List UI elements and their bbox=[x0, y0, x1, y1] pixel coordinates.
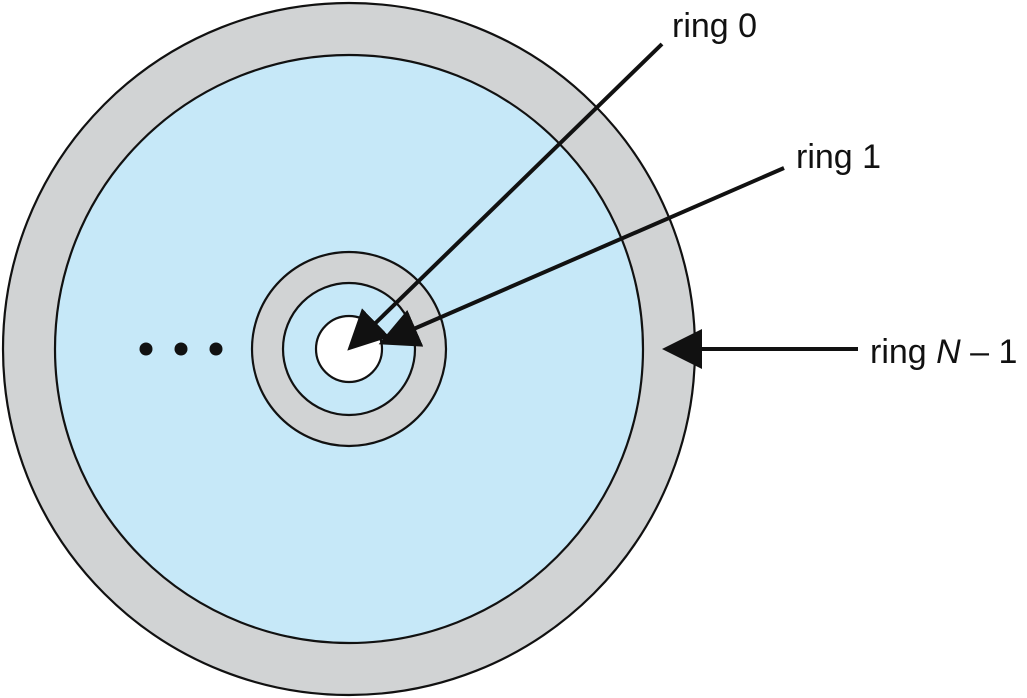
ellipsis-dot bbox=[139, 342, 153, 356]
ring-0-label: ring 0 bbox=[672, 7, 757, 45]
ring-n-prefix: ring bbox=[870, 333, 936, 371]
ellipsis-dot bbox=[209, 342, 223, 356]
ellipsis-dots bbox=[139, 342, 223, 356]
ring-1-arrow bbox=[378, 166, 785, 347]
ellipsis-dot bbox=[174, 342, 188, 356]
ring-n-variable: N bbox=[936, 333, 961, 371]
ring-n-minus-1-label: ring N – 1 bbox=[870, 333, 1017, 371]
ring-0-arrow bbox=[347, 42, 664, 351]
ring-1-label: ring 1 bbox=[796, 138, 881, 176]
ring-n-suffix: – 1 bbox=[961, 333, 1018, 371]
